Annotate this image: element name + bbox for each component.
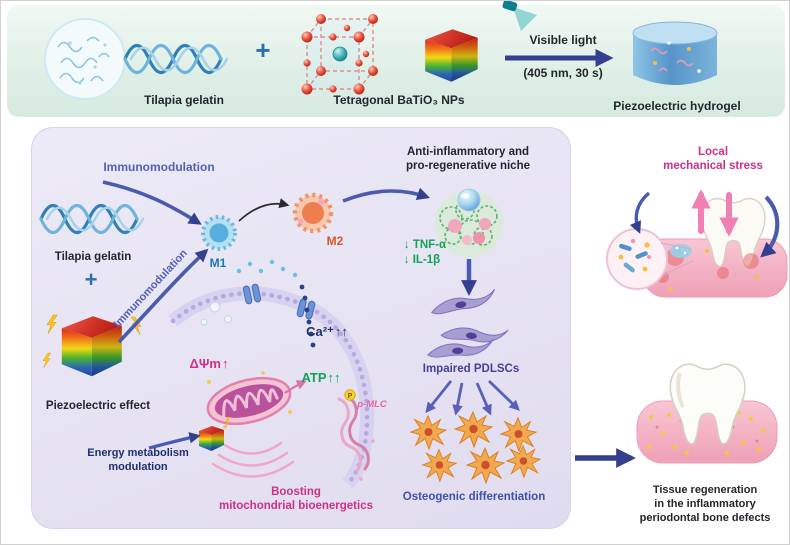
plus-sign-main: +: [84, 267, 98, 292]
piezoelectric-effect-label: Piezoelectric effect: [45, 400, 151, 412]
double-up-arrow-icon: ↑↑: [327, 370, 341, 385]
pdlsc-fan-arrow: [488, 379, 520, 411]
calcium-label: Ca²⁺↑↑: [306, 324, 348, 340]
local-stress-label-line2: mechanical stress: [663, 160, 763, 172]
light-source-icon: [502, 1, 537, 31]
visible-light-label: Visible light: [529, 33, 597, 47]
m1-cell: [201, 215, 237, 251]
atp-text: ATP: [301, 370, 327, 385]
immunomodulation-arrow-diagonal: [117, 248, 209, 344]
regeneration-label-line2: in the inflammatory: [654, 498, 756, 510]
bacteria-icons: [618, 238, 651, 273]
gelatin-helix-main: [39, 203, 145, 235]
pdlsc-cells: [426, 288, 509, 359]
plus-sign-top: +: [255, 35, 271, 65]
down-arrow-icon: ↓: [403, 254, 410, 266]
m1-label: M1: [209, 256, 227, 270]
up-arrow-icon: ↑: [221, 356, 229, 371]
osteoblast-cells: [410, 411, 541, 484]
energy-arc-waves: [211, 441, 295, 478]
niche-label-line1: Anti-inflammatory and: [406, 146, 530, 158]
pdlsc-fan-arrow: [452, 382, 464, 416]
atp-label: ATP↑↑: [301, 370, 341, 386]
healthy-tooth-scene: [636, 363, 778, 464]
mitochondria: [206, 376, 292, 426]
batio3-label: Tetragonal BaTiO₃ NPs: [333, 93, 465, 107]
energy-metabolism-label-line1: Energy metabolism: [87, 447, 189, 459]
ion-channel-icon: [296, 298, 316, 320]
osteogenic-differentiation-label: Osteogenic differentiation: [402, 491, 546, 503]
boosting-label-line2: mitochondrial bioenergetics: [219, 500, 373, 512]
new-bone-dots: [646, 411, 766, 456]
il1b-text: IL-1β: [412, 254, 441, 266]
immunomodulation-arrow-top: [102, 180, 202, 225]
m2-cell: [292, 192, 334, 234]
ion-channel-icon: [242, 283, 262, 305]
double-up-arrow-icon: ↑↑: [334, 324, 348, 339]
m2-to-niche-arrow: [342, 187, 431, 203]
phospho-letter: P: [348, 393, 353, 400]
tnf-text: TNF-α: [412, 239, 447, 251]
niche-cluster: [435, 188, 503, 258]
arrow-layer: [102, 49, 780, 468]
local-stress-label-line1: Local: [697, 146, 729, 158]
bacteria-zoom-circle: [606, 228, 668, 290]
energy-modulation-arrow: [148, 432, 201, 450]
hydrogel-in-pocket: [670, 244, 692, 258]
gelatin-helix-top: [123, 43, 229, 75]
inflamed-pocket-arrow-left: [629, 191, 651, 234]
boosting-label-line1: Boosting: [271, 486, 321, 498]
pmlc-label: p-MLC: [357, 399, 387, 410]
piezoelectric-hydrogel-label: Piezoelectric hydrogel: [613, 99, 741, 113]
m1-to-m2-arrow: [238, 198, 290, 222]
pdlsc-fan-arrow: [475, 382, 492, 416]
batio3-nanocube: [425, 29, 478, 82]
calcium-ion-dots: [200, 259, 316, 348]
phospho-badge: P: [344, 389, 356, 401]
energy-metabolism-label-line2: modulation: [108, 461, 168, 473]
inflamed-tooth-scene: [606, 197, 788, 298]
tilapia-gelatin-label-main: Tilapia gelatin: [54, 251, 132, 263]
mitochondria-glow-dots: [207, 371, 292, 429]
pdlsc-fan-arrow: [425, 380, 453, 414]
niche-label-line2: pro-regenerative niche: [406, 160, 530, 172]
regeneration-label-line3: periodontal bone defects: [639, 512, 771, 524]
calcium-text: Ca²⁺: [306, 324, 334, 339]
tnf-alpha-label: ↓ TNF-α: [404, 239, 446, 252]
regeneration-label-line1: Tissue regeneration: [652, 484, 758, 496]
piezo-cube: [61, 316, 122, 377]
dpsi-text: ΔΨm: [189, 356, 221, 371]
light-params-label: (405 nm, 30 s): [523, 66, 603, 80]
hydrogel-cylinder: [632, 21, 718, 85]
mito-to-atp-arrow: [284, 380, 307, 394]
actin-filament: [337, 395, 375, 481]
molecule-blob: [44, 18, 126, 100]
m2-label: M2: [326, 234, 344, 248]
impaired-pdlscs-label: Impaired PDLSCs: [422, 363, 520, 375]
down-arrow-icon: ↓: [403, 239, 410, 251]
batio3-crystal-model: [301, 14, 378, 95]
il1b-label: ↓ IL-1β: [404, 254, 440, 267]
tilapia-gelatin-label-top: Tilapia gelatin: [144, 93, 224, 107]
cell-membrane: [168, 286, 375, 489]
mito-potential-label: ΔΨm↑: [189, 356, 229, 372]
inflamed-pocket-arrow-right: [760, 195, 780, 258]
immunomodulation-label-top: Immunomodulation: [103, 160, 215, 174]
